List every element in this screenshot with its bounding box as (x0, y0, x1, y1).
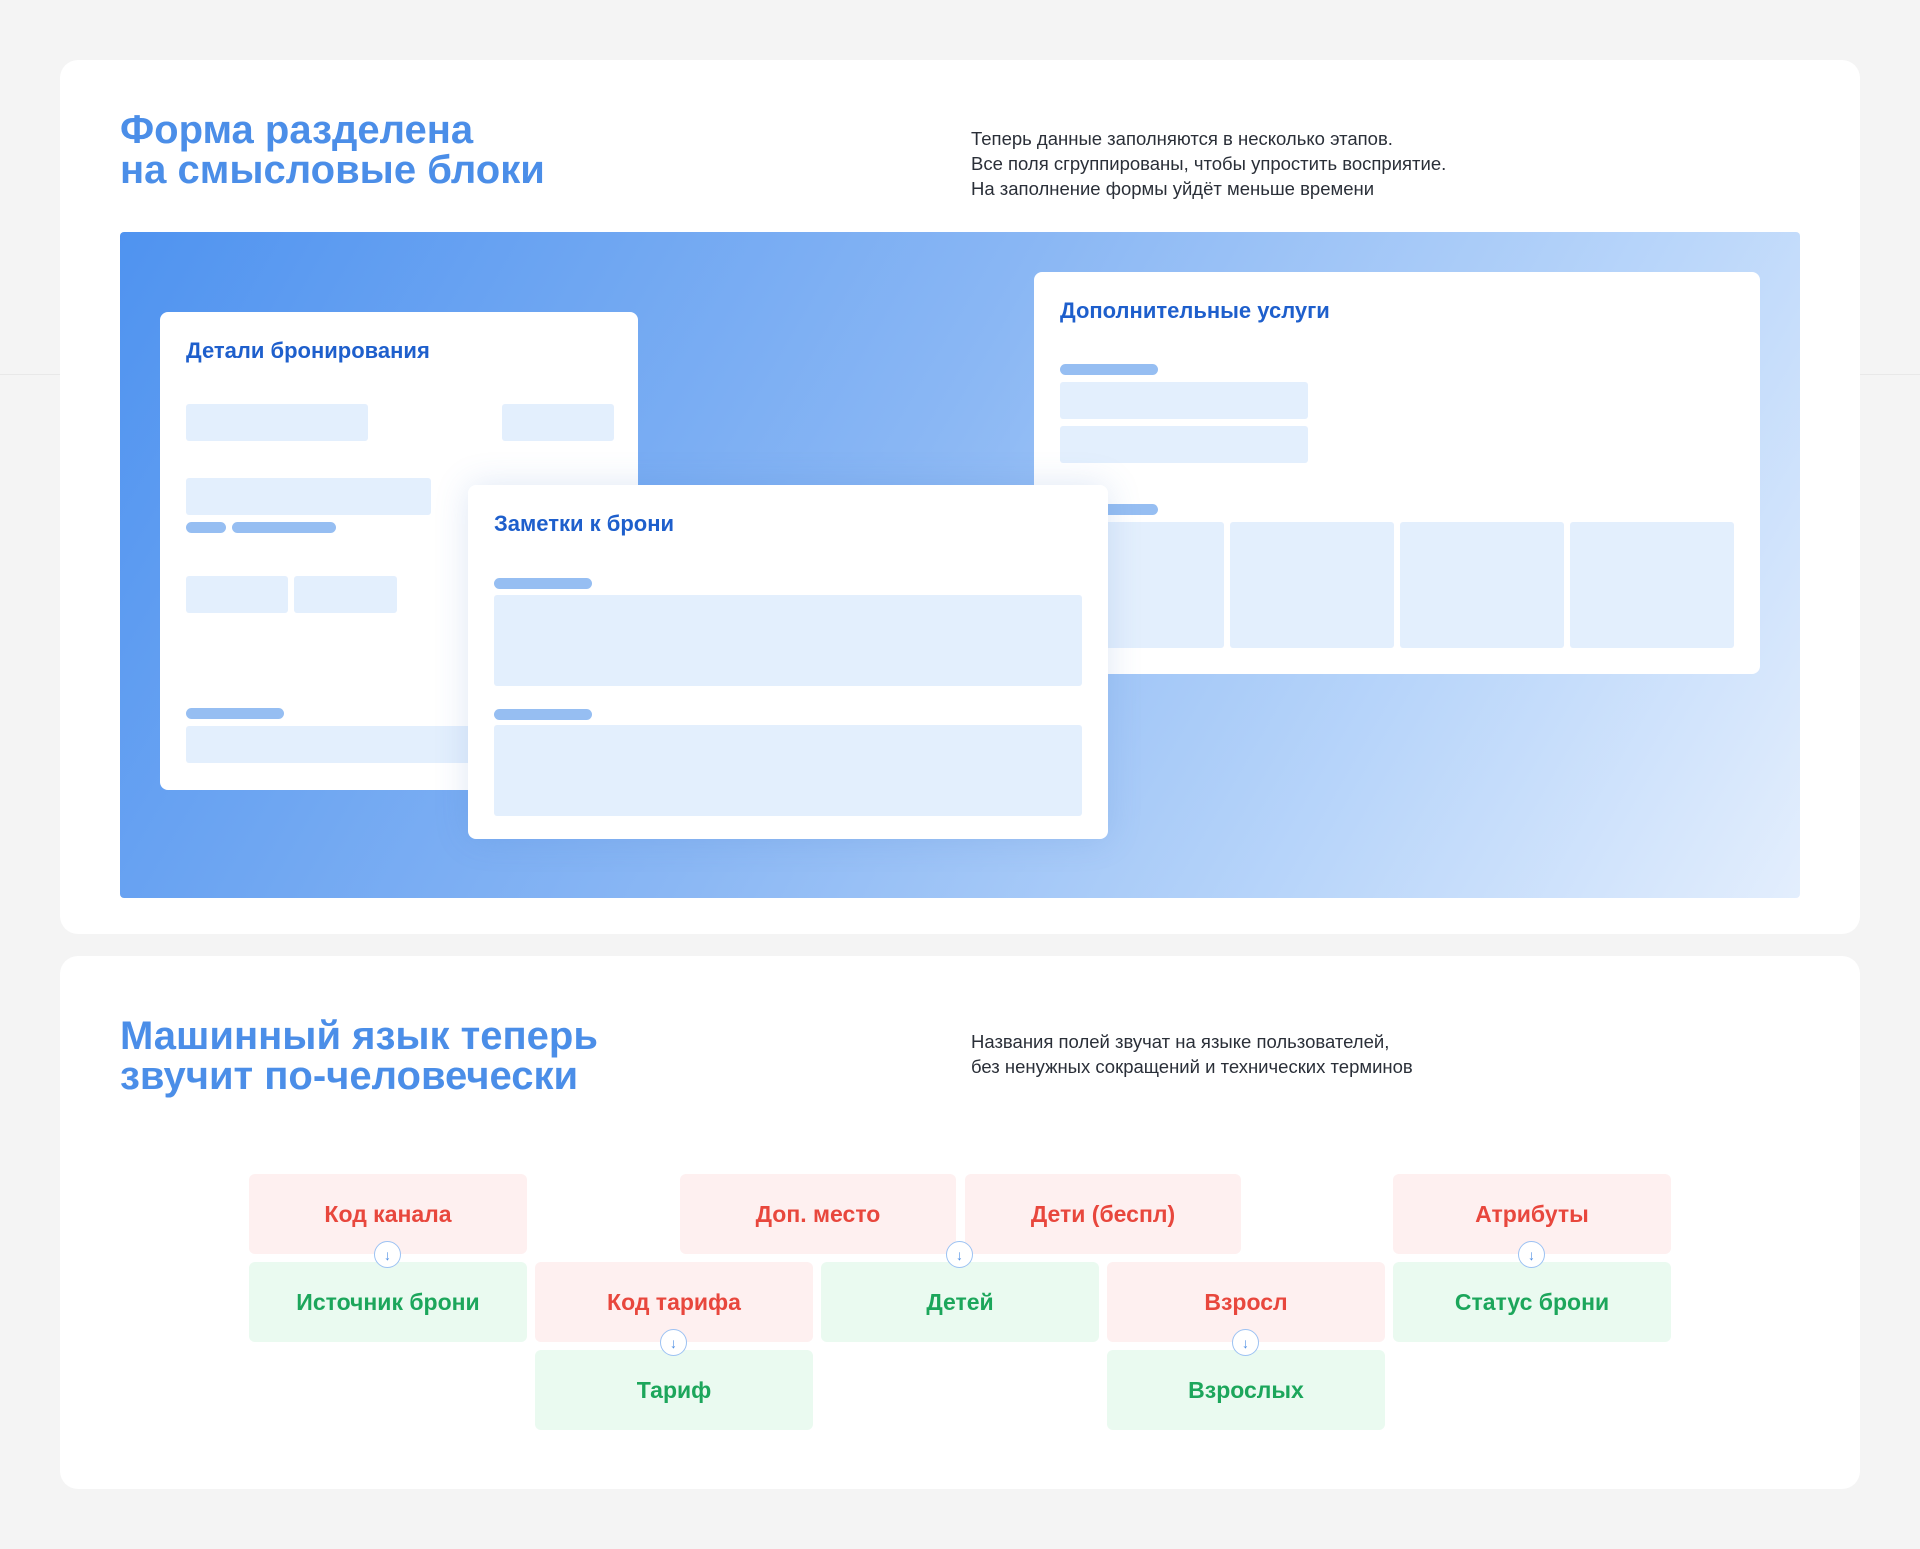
form-mockup: Детали бронирования Дополнительные услуг… (120, 232, 1800, 898)
booking-notes-panel: Заметки к брони (468, 485, 1108, 839)
extra-services-panel: Дополнительные услуги (1034, 272, 1760, 674)
section-title: Форма разделена на смысловые блоки (120, 108, 545, 192)
form-structure-card: Форма разделена на смысловые блоки Тепер… (60, 60, 1860, 934)
field-placeholder (186, 478, 431, 515)
field-renaming-card: Машинный язык теперь звучит по-человечес… (60, 956, 1860, 1489)
arrow-down-icon: ↓ (1232, 1329, 1259, 1356)
section-description: Теперь данные заполняются в несколько эт… (971, 128, 1447, 199)
label-placeholder (186, 708, 284, 719)
panel-title: Заметки к брони (494, 511, 675, 536)
field-placeholder (1060, 426, 1308, 463)
new-field-name: Детей (821, 1262, 1099, 1342)
old-field-name: Атрибуты (1393, 1174, 1671, 1254)
section-title: Машинный язык теперь звучит по-человечес… (120, 1014, 598, 1098)
textarea-placeholder (494, 725, 1082, 816)
arrow-down-icon: ↓ (946, 1241, 973, 1268)
option-tile (1570, 522, 1734, 648)
old-field-name: Код канала (249, 1174, 527, 1254)
arrow-down-icon: ↓ (374, 1241, 401, 1268)
field-placeholder (294, 576, 397, 613)
arrow-down-icon: ↓ (1518, 1241, 1545, 1268)
label-placeholder (494, 709, 592, 720)
label-placeholder (232, 522, 336, 533)
panel-title: Дополнительные услуги (1060, 298, 1330, 323)
old-field-name: Взросл (1107, 1262, 1385, 1342)
label-placeholder (186, 522, 226, 533)
label-placeholder (1060, 364, 1158, 375)
panel-title: Детали бронирования (186, 338, 430, 363)
textarea-placeholder (494, 595, 1082, 686)
new-field-name: Источник брони (249, 1262, 527, 1342)
field-placeholder (502, 404, 614, 441)
old-field-name: Доп. место (680, 1174, 956, 1254)
arrow-down-icon: ↓ (660, 1329, 687, 1356)
field-placeholder (186, 576, 288, 613)
new-field-name: Тариф (535, 1350, 813, 1430)
field-placeholder (1060, 382, 1308, 419)
field-placeholder (186, 404, 368, 441)
option-tile (1230, 522, 1394, 648)
section-description: Названия полей звучат на языке пользоват… (971, 1031, 1413, 1077)
old-field-name: Дети (беспл) (965, 1174, 1241, 1254)
old-field-name: Код тарифа (535, 1262, 813, 1342)
new-field-name: Статус брони (1393, 1262, 1671, 1342)
label-placeholder (494, 578, 592, 589)
label-placeholder (1060, 504, 1158, 515)
new-field-name: Взрослых (1107, 1350, 1385, 1430)
option-tile (1400, 522, 1564, 648)
field-placeholder (186, 726, 486, 763)
